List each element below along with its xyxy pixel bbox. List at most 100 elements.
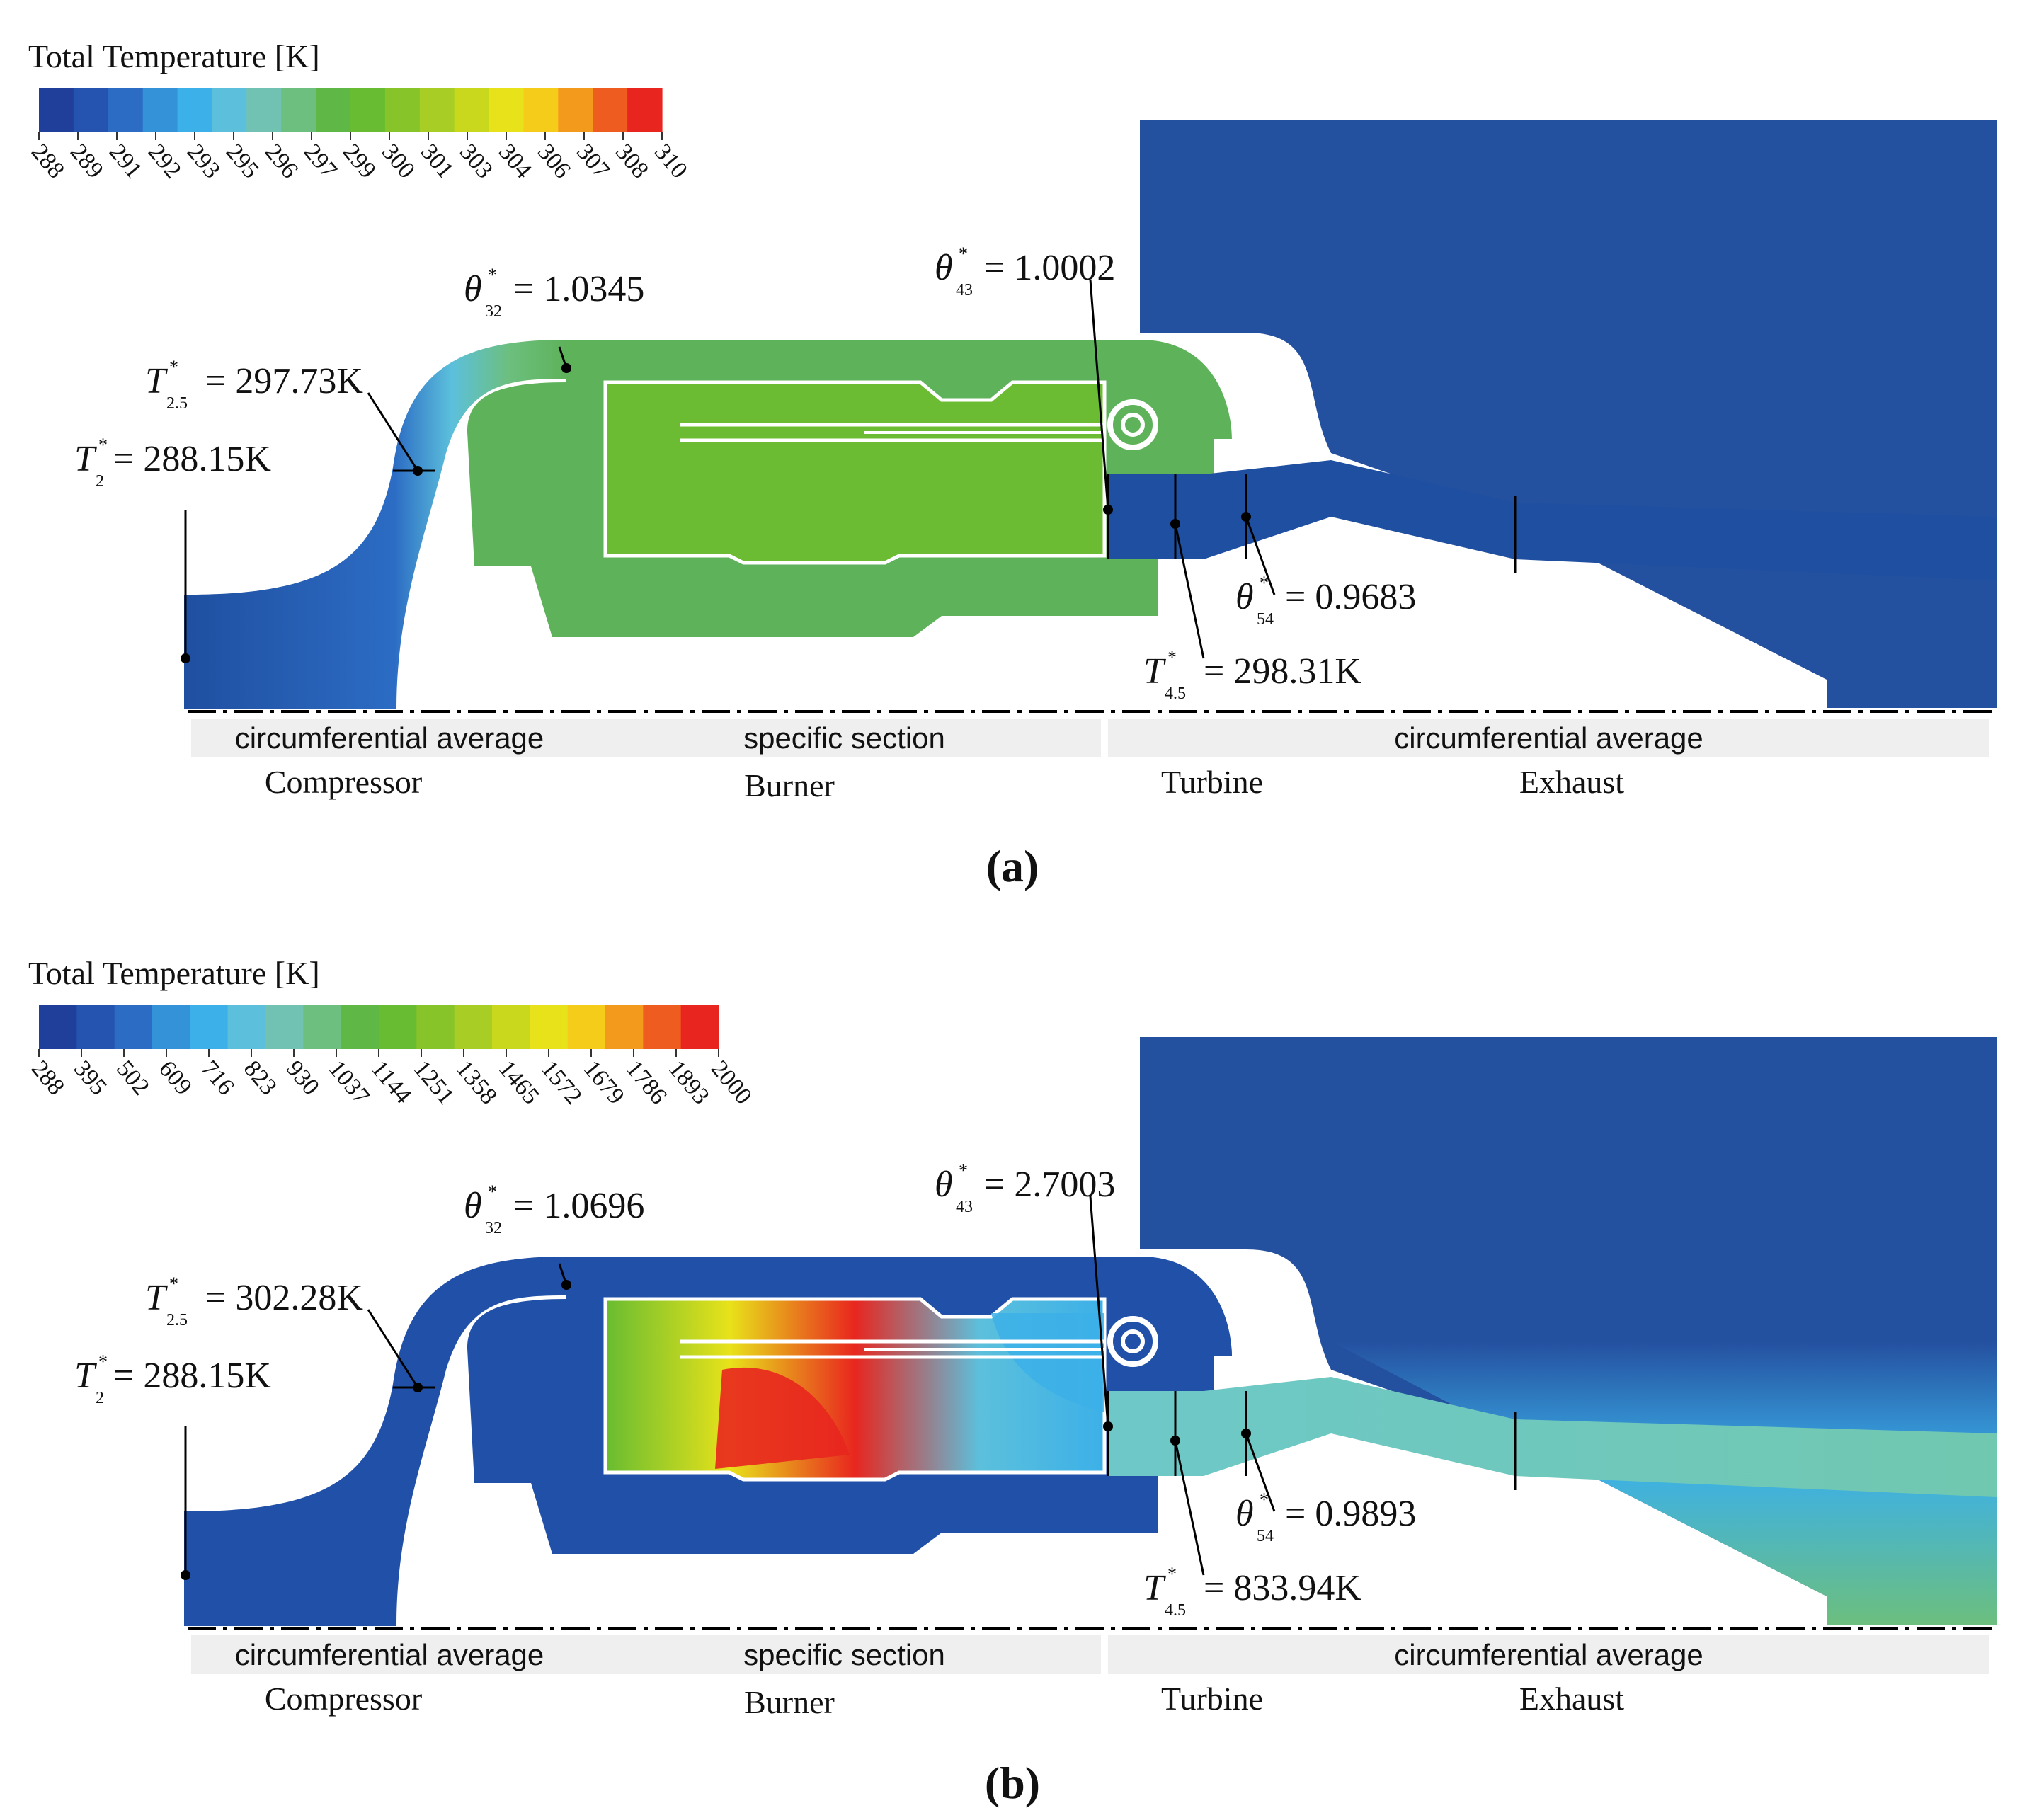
engine-geometry bbox=[184, 1037, 1997, 1630]
turbine-exhaust-duct bbox=[1108, 1377, 1997, 1497]
t45-label: T*4.5= 833.94K bbox=[1143, 1564, 1361, 1620]
leader-line bbox=[1174, 1440, 1205, 1576]
theta54-label: θ*54= 0.9893 bbox=[1235, 1489, 1416, 1545]
band-label: circumferential average bbox=[1394, 721, 1703, 755]
panel-caption: (a) bbox=[986, 841, 1039, 891]
leaders bbox=[181, 279, 1276, 663]
colorbar-swatch bbox=[39, 88, 74, 132]
panel-b: Total Temperature [K]2883955026097168239… bbox=[26, 955, 1997, 1808]
colorbar-title: Total Temperature [K] bbox=[28, 955, 320, 991]
colorbar-tick-label: 2000 bbox=[706, 1055, 757, 1109]
t2-label-sup: * bbox=[98, 435, 108, 455]
colorbar-swatch bbox=[177, 88, 213, 132]
theta32-label-symbol: θ bbox=[464, 269, 482, 309]
theta54-label-symbol: θ bbox=[1235, 1494, 1254, 1534]
leader-line bbox=[1174, 523, 1205, 659]
t25-label: T*2.5= 297.73K bbox=[145, 357, 363, 413]
theta43-label: θ*43= 1.0002 bbox=[935, 244, 1115, 299]
swirl-icon-inner bbox=[1121, 413, 1145, 437]
colorbar-swatch bbox=[73, 88, 109, 132]
theta43-label-sub: 43 bbox=[956, 281, 973, 299]
leader-line bbox=[1245, 516, 1276, 595]
colorbar-tick-label: 303 bbox=[455, 139, 498, 183]
t45-label-symbol: T bbox=[1143, 651, 1166, 692]
colorbar-swatch bbox=[384, 88, 421, 132]
leaders bbox=[181, 1196, 1276, 1580]
probe-dot bbox=[1170, 519, 1180, 529]
t2-label-symbol: T bbox=[74, 1356, 97, 1396]
leader-line bbox=[1245, 1433, 1276, 1512]
colorbar-tick-label: 1572 bbox=[536, 1055, 587, 1109]
colorbar-swatch bbox=[680, 1005, 719, 1049]
colorbar-swatch bbox=[379, 1005, 417, 1049]
colorbar-tick-label: 291 bbox=[104, 139, 147, 183]
compressor-duct bbox=[184, 340, 566, 709]
band-label: specific section bbox=[743, 1638, 945, 1671]
colorbar: Total Temperature [K]2883955026097168239… bbox=[26, 955, 757, 1109]
colorbar-swatch bbox=[643, 1005, 682, 1049]
component-label: Burner bbox=[744, 767, 835, 803]
theta43-label-value: = 1.0002 bbox=[984, 248, 1115, 288]
panel-a: Total Temperature [K]2882892912922932952… bbox=[26, 38, 1997, 891]
hot-core bbox=[715, 1367, 850, 1469]
colorbar-tick-label: 288 bbox=[26, 139, 69, 183]
component-label: Exhaust bbox=[1519, 1681, 1624, 1717]
colorbar-tick-label: 1893 bbox=[663, 1055, 714, 1109]
t45-label-sub: 4.5 bbox=[1165, 1601, 1186, 1620]
theta43-label-symbol: θ bbox=[935, 1164, 953, 1205]
theta32-label-value: = 1.0345 bbox=[513, 269, 644, 309]
colorbar-tick-label: 609 bbox=[154, 1055, 197, 1100]
theta43-label-sub: 43 bbox=[956, 1198, 973, 1216]
t25-label-sub: 2.5 bbox=[166, 1311, 188, 1329]
leader-line bbox=[1089, 1196, 1109, 1427]
colorbar-swatch bbox=[489, 88, 525, 132]
theta32-label-sub: 32 bbox=[485, 1219, 502, 1237]
colorbar-swatch bbox=[190, 1005, 229, 1049]
t2-label-value: = 288.15K bbox=[113, 1356, 271, 1396]
colorbar-tick-label: 293 bbox=[182, 139, 225, 183]
colorbar-tick-label: 502 bbox=[111, 1055, 154, 1100]
colorbar-tick-label: 300 bbox=[377, 139, 420, 183]
colorbar-tick-label: 716 bbox=[196, 1055, 239, 1100]
band-label: circumferential average bbox=[1394, 1638, 1703, 1671]
t25-label-sup: * bbox=[169, 357, 178, 377]
region-band bbox=[588, 719, 1101, 757]
colorbar-tick-label: 1037 bbox=[324, 1055, 375, 1109]
t25-label-sup: * bbox=[169, 1274, 178, 1294]
band-label: circumferential average bbox=[235, 1638, 544, 1671]
colorbar-swatch bbox=[567, 1005, 606, 1049]
colorbar-tick-label: 1144 bbox=[366, 1055, 416, 1109]
colorbar-swatch bbox=[108, 88, 144, 132]
colorbar-swatch bbox=[454, 88, 490, 132]
region-bands: circumferential average specific section c… bbox=[191, 1635, 1989, 1674]
colorbar-tick-label: 301 bbox=[416, 139, 459, 183]
t45-label-value: = 298.31K bbox=[1204, 651, 1361, 692]
probe-dot bbox=[561, 1280, 571, 1290]
turbine-exhaust-duct bbox=[1108, 460, 1997, 580]
theta54-label-value: = 0.9683 bbox=[1285, 577, 1416, 617]
t25-label-symbol: T bbox=[145, 1278, 168, 1318]
colorbar-swatch bbox=[350, 88, 386, 132]
t2-label-value: = 288.15K bbox=[113, 439, 271, 479]
t2-label-symbol: T bbox=[74, 439, 97, 479]
colorbar-swatch bbox=[246, 88, 282, 132]
t25-label-value: = 302.28K bbox=[205, 1278, 363, 1318]
t2-label-sup: * bbox=[98, 1351, 108, 1372]
theta54-label-sub: 54 bbox=[1257, 1527, 1274, 1545]
theta32-label: θ*32= 1.0696 bbox=[464, 1181, 644, 1237]
colorbar-swatch bbox=[39, 1005, 77, 1049]
region-band bbox=[588, 1635, 1101, 1674]
t45-label-sup: * bbox=[1167, 1564, 1177, 1584]
probe-dot bbox=[1241, 1429, 1251, 1438]
t2-label: T*2= 288.15K bbox=[74, 1351, 271, 1407]
colorbar-title: Total Temperature [K] bbox=[28, 38, 320, 74]
theta43-label-value: = 2.7003 bbox=[984, 1164, 1115, 1205]
theta32-label-sup: * bbox=[488, 1181, 497, 1202]
theta43-label-symbol: θ bbox=[935, 248, 953, 288]
colorbar-swatch bbox=[419, 88, 455, 132]
exhaust-plume bbox=[1331, 1341, 1997, 1625]
component-label: Compressor bbox=[265, 764, 422, 800]
colorbar-tick-label: 297 bbox=[299, 139, 342, 183]
